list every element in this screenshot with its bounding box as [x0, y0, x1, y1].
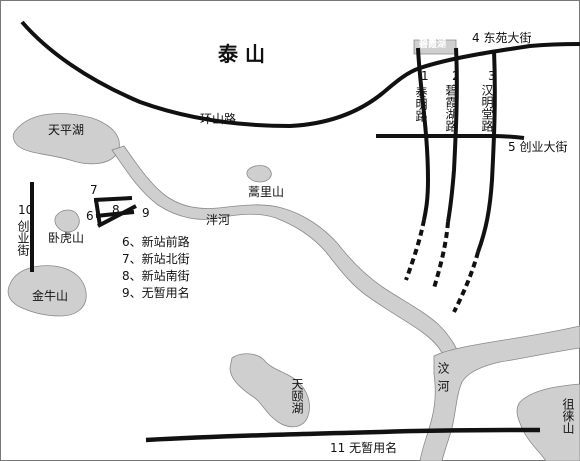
legend-item: 7、新站北街 [122, 252, 190, 266]
culai-hill-label: 徂徕山 [561, 398, 575, 434]
taiming-road-planned [404, 219, 426, 281]
road-9-number: 9 [142, 206, 150, 220]
bixia-lake-label: 碧霞湖 [419, 40, 447, 50]
road-10-name: 创业街 [16, 220, 30, 256]
bixia-road-planned [432, 221, 450, 289]
road-8 [95, 210, 135, 218]
road-1-name: 泰明路 [414, 86, 428, 122]
road-legend: 6、新站前路 7、新站北街 8、新站南街 9、无暂用名 [122, 236, 190, 299]
wen-river-label: 汶河 [436, 362, 450, 398]
bixia-road [446, 47, 459, 223]
tianying-lake-label: 天颐湖 [290, 378, 304, 414]
road-5-label: 5 创业大街 [508, 140, 568, 154]
haoli-hill [246, 165, 272, 183]
jinniu-hill-label: 金牛山 [32, 289, 69, 303]
road-11-label: 11 无暂用名 [330, 441, 398, 455]
road-7-number: 7 [90, 183, 98, 197]
road-6-number: 6 [86, 209, 94, 223]
legend-item: 6、新站前路 [122, 235, 190, 249]
dongyuan-avenue [419, 42, 580, 70]
culai-hill [516, 383, 580, 461]
legend-item: 8、新站南街 [122, 269, 190, 283]
road-8-number: 8 [112, 203, 120, 217]
road-7 [93, 196, 133, 202]
road-3-name: 汉明堂路 [480, 84, 494, 132]
tianying-lake [229, 353, 310, 428]
road-9 [97, 204, 137, 228]
road-2-name: 碧霞湖路 [444, 84, 458, 132]
wohu-hill-label: 卧虎山 [48, 231, 85, 245]
haoli-hill-label: 蒿里山 [248, 185, 285, 199]
huanshan-road-label: 环山路 [200, 112, 237, 126]
yang-river-label: 泮河 [206, 213, 231, 227]
mountain-label: 泰 山 [218, 42, 265, 66]
tianping-lake [12, 113, 120, 165]
hanmingtang-road [476, 49, 497, 253]
road-1-number: 1 [421, 69, 429, 83]
road-10-number: 10 [18, 203, 34, 217]
legend-item: 9、无暂用名 [122, 286, 190, 300]
road-4-label: 4 东苑大街 [472, 31, 532, 45]
road-6 [94, 199, 102, 227]
chuangye-avenue [376, 133, 525, 140]
road-11 [145, 427, 541, 443]
road-2-number: 2 [452, 69, 460, 83]
tianping-lake-label: 天平湖 [48, 123, 85, 137]
huanshan-road [20, 20, 421, 128]
taiming-road [416, 47, 430, 221]
hanmingtang-road-planned [452, 251, 480, 313]
jinniu-hill [7, 265, 87, 317]
wohu-hill [54, 209, 80, 233]
road-3-number: 3 [488, 69, 496, 83]
